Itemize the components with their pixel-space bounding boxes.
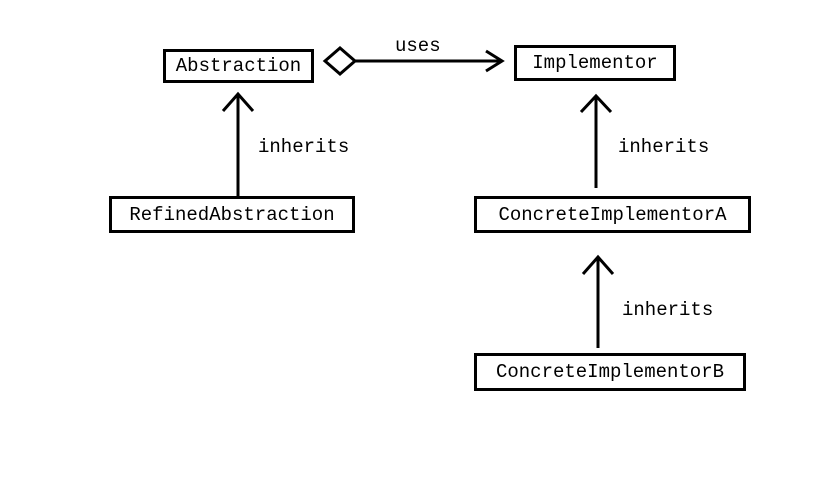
refined-abstraction-box: RefinedAbstraction — [109, 196, 355, 233]
abstraction-label: Abstraction — [175, 55, 302, 77]
abstraction-box: Abstraction — [163, 49, 314, 83]
refined-inherits-arrowhead — [221, 91, 255, 112]
uses-edge-label: uses — [395, 35, 441, 57]
implementor-label: Implementor — [532, 52, 658, 74]
refined-abstraction-label: RefinedAbstraction — [129, 203, 335, 226]
concrete-implementor-b-label: ConcreteImplementorB — [495, 361, 725, 383]
concrete-b-inherits-arrowhead — [581, 254, 615, 275]
concrete-a-inherits-edge-label: inherits — [618, 136, 710, 158]
concrete-a-inherits-arrowhead — [579, 93, 613, 114]
concrete-b-inherits-edge-label: inherits — [622, 299, 714, 321]
concrete-implementor-a-box: ConcreteImplementorA — [474, 196, 751, 233]
aggregation-diamond — [322, 46, 358, 76]
concrete-implementor-b-box: ConcreteImplementorB — [474, 353, 746, 391]
uses-arrowhead — [485, 49, 505, 73]
concrete-implementor-a-label: ConcreteImplementorA — [498, 203, 727, 226]
refined-inherits-edge-label: inherits — [258, 136, 350, 158]
implementor-box: Implementor — [514, 45, 676, 81]
